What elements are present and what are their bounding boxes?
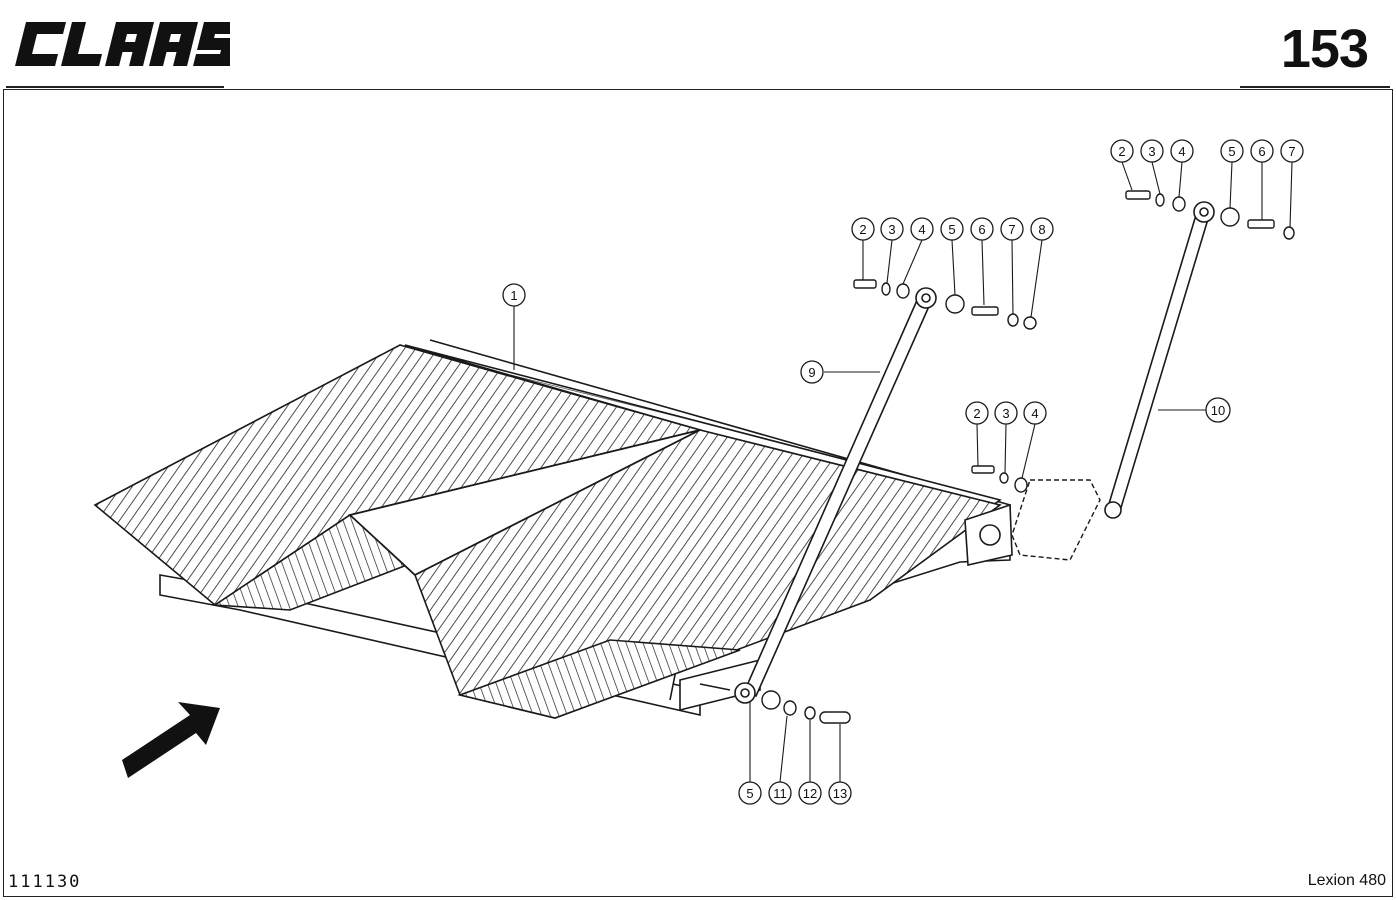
document-code: 111130	[8, 872, 82, 892]
svg-text:8: 8	[1038, 222, 1045, 237]
callout-top-a-5: 5	[940, 217, 964, 241]
svg-text:6: 6	[978, 222, 985, 237]
bushing-5b	[1220, 207, 1240, 227]
callout-bottom-5: 5	[738, 781, 762, 805]
bushing-5c	[761, 690, 781, 710]
mounting-block	[1011, 479, 1101, 561]
callout-top-b-3: 3	[1140, 139, 1164, 163]
svg-text:5: 5	[948, 222, 955, 237]
callout-top-b-5: 5	[1220, 139, 1244, 163]
claas-logo	[15, 22, 230, 66]
end-bracket-hole	[979, 524, 1001, 546]
callout-top-b-7: 7	[1280, 139, 1304, 163]
washer-11	[783, 700, 797, 716]
svg-text:5: 5	[1228, 144, 1235, 159]
washer-4b	[1172, 196, 1186, 212]
svg-text:9: 9	[808, 365, 815, 380]
callout-bottom-13: 13	[828, 781, 852, 805]
svg-text:10: 10	[1211, 403, 1225, 418]
hardware	[761, 190, 1295, 724]
washer-3a	[881, 282, 891, 296]
pin-6a	[971, 306, 999, 316]
svg-text:13: 13	[833, 786, 847, 801]
svg-text:3: 3	[1002, 406, 1009, 421]
pin-6b	[1247, 219, 1275, 229]
sieve-fins-front-lower	[457, 639, 741, 719]
bolt-2a	[853, 279, 877, 289]
washer-3b	[1155, 193, 1165, 207]
callout-bottom-11: 11	[768, 781, 792, 805]
callout-top-a-4: 4	[910, 217, 934, 241]
svg-text:7: 7	[1008, 222, 1015, 237]
washer-12	[804, 706, 816, 720]
svg-text:2: 2	[859, 222, 866, 237]
page-number: 153	[1280, 19, 1369, 79]
pin-13	[819, 711, 851, 724]
svg-text:2: 2	[1118, 144, 1125, 159]
lower-bracket	[679, 658, 761, 712]
travel-direction-arrow	[122, 702, 220, 778]
washer-7b	[1283, 226, 1295, 240]
drawing-frame	[3, 89, 1393, 897]
callout-top-a-7: 7	[1000, 217, 1024, 241]
nut-8a	[1023, 316, 1037, 330]
callout-10: 10	[1205, 397, 1231, 423]
rod-10-bottom-eye	[1104, 501, 1122, 519]
svg-text:4: 4	[1031, 406, 1038, 421]
svg-text:7: 7	[1288, 144, 1295, 159]
svg-text:4: 4	[918, 222, 925, 237]
svg-text:5: 5	[746, 786, 753, 801]
bolt-2c	[971, 465, 995, 474]
callout-mid-2: 2	[965, 401, 989, 425]
washer-3c	[999, 472, 1009, 484]
washer-4c	[1014, 477, 1028, 493]
svg-text:3: 3	[1148, 144, 1155, 159]
callout-top-a-3: 3	[880, 217, 904, 241]
page-number-underline	[1240, 86, 1390, 88]
callout-top-b-6: 6	[1250, 139, 1274, 163]
linkage-rods	[734, 201, 1215, 704]
bushing-5a	[945, 294, 965, 314]
sieve-assembly	[93, 339, 1013, 719]
leader-lines	[513, 161, 1293, 783]
bolt-2b	[1125, 190, 1151, 200]
model-name: Lexion 480	[1307, 872, 1386, 889]
callout-top-a-8: 8	[1030, 217, 1054, 241]
callout-1: 1	[502, 283, 526, 307]
svg-text:3: 3	[888, 222, 895, 237]
callout-mid-4: 4	[1023, 401, 1047, 425]
callout-balloons: 1 9 10 2 3 4 5 6 7 8 2 3 4 5 6 7 2 3 4 5…	[502, 139, 1304, 805]
callout-bottom-12: 12	[798, 781, 822, 805]
svg-text:12: 12	[803, 786, 817, 801]
svg-text:2: 2	[973, 406, 980, 421]
callout-9: 9	[800, 360, 824, 384]
svg-text:4: 4	[1178, 144, 1185, 159]
callout-top-b-2: 2	[1110, 139, 1134, 163]
callout-top-a-2: 2	[851, 217, 875, 241]
svg-text:11: 11	[773, 786, 787, 801]
washer-4a	[896, 283, 910, 299]
rod-10	[1107, 213, 1209, 513]
svg-text:6: 6	[1258, 144, 1265, 159]
callout-top-b-4: 4	[1170, 139, 1194, 163]
svg-text:1: 1	[510, 288, 517, 303]
callout-top-a-6: 6	[970, 217, 994, 241]
washer-7a	[1007, 313, 1019, 327]
callout-mid-3: 3	[994, 401, 1018, 425]
logo-underline	[6, 86, 224, 88]
